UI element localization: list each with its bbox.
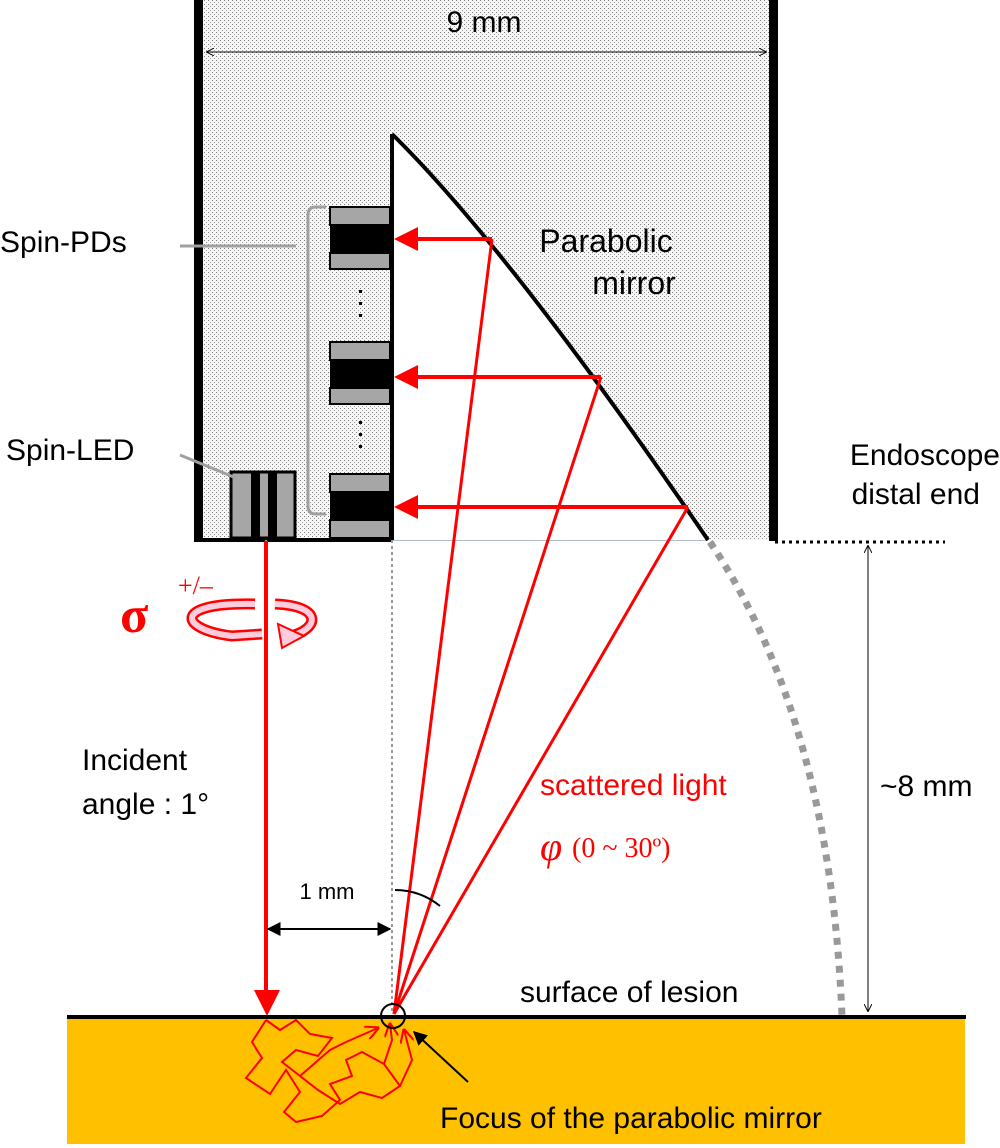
multiple-scattering-path [244,1018,402,1124]
focus-label: Focus of the parabolic mirror [440,1102,822,1135]
spin-pd-1 [329,206,391,270]
spin-pd-3 [329,473,391,539]
reflected-arrowheads [394,227,418,519]
scattered-rays [392,238,690,1015]
reflected-rays [412,237,688,509]
incident-angle-label-line1: Incident [82,744,188,777]
endoscope-label-line1: Endoscope [850,439,1000,472]
spin-pds-label: Spin-PDs [0,226,127,259]
scatter-return-3 [399,1030,412,1087]
sigma-symbol: σ [120,587,148,644]
phi-range-label: (0 ~ 30º) [572,833,670,864]
depth-label-bg [876,764,1000,806]
spin-pds-leader [180,205,326,516]
width-dimension-label: 9 mm [447,6,522,39]
incident-angle-label-line2: angle : 1° [82,788,209,821]
pd-ellipsis-dots [359,290,362,448]
lesion-tissue [67,1018,965,1144]
parabolic-mirror-label-line2: mirror [592,265,676,301]
scatter-return-1 [299,1028,378,1077]
scatter-return-2 [383,1024,392,1065]
parabolic-mirror-label-line1: Parabolic [539,223,672,259]
circular-polarization-arrow [186,598,318,650]
phi-symbol: φ [540,824,562,869]
incident-light-arrowhead [254,990,280,1016]
endoscope-right-wall [769,0,778,541]
endoscope-left-wall [194,0,203,541]
depth-dimension-label: ~8 mm [880,770,973,803]
focus-pointer-arrow [412,1031,469,1083]
spin-led-leader [179,453,237,480]
spin-pd-2 [329,341,391,405]
surface-of-lesion-label: surface of lesion [520,976,738,1009]
acceptance-arc [707,540,846,1017]
spin-pd-array [329,206,391,539]
phi-angle-arc [394,889,441,907]
endoscope-label-line2: distal end [852,478,980,511]
spin-led-label: Spin-LED [6,434,134,467]
parabolic-mirror-surface [390,132,710,542]
one-mm-label: 1 mm [300,879,355,904]
focus-circle [380,1003,406,1029]
parabolic-mirror [392,134,708,540]
scattered-light-label: scattered light [540,769,727,802]
sigma-superscript: +/– [178,571,214,600]
spin-led [229,470,297,540]
